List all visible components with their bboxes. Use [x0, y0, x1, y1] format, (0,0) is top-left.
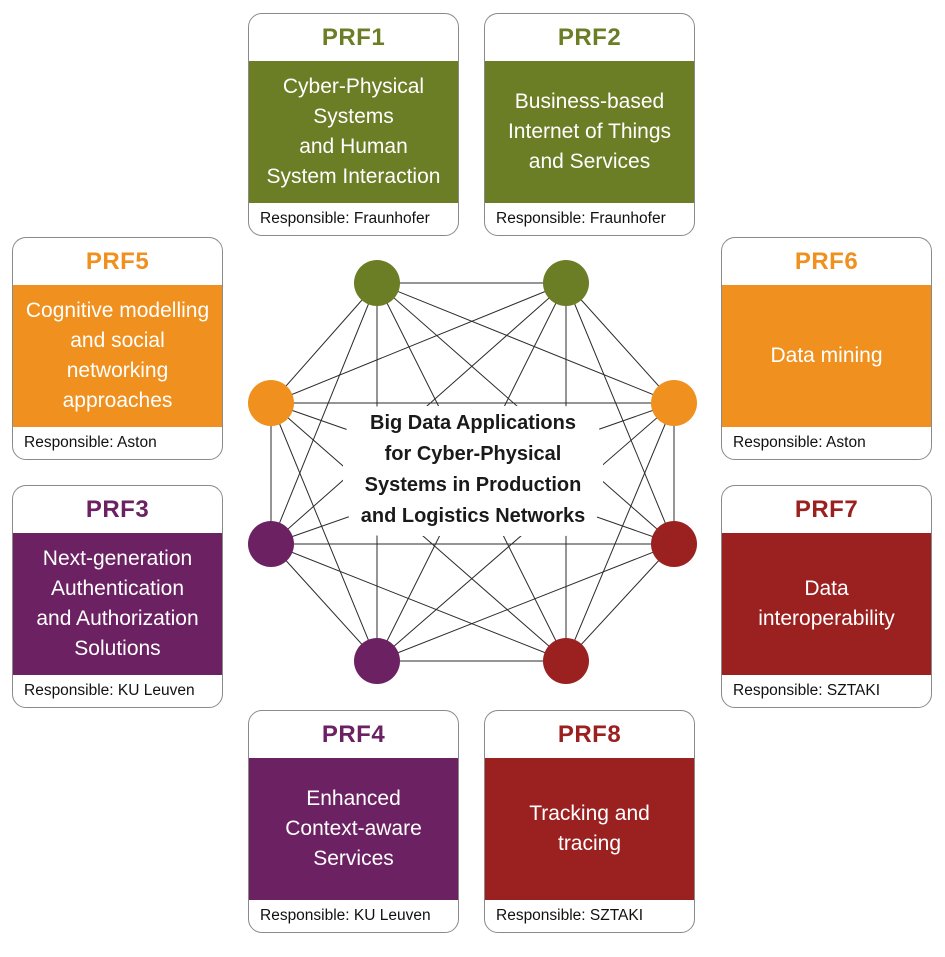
card-code: PRF7: [794, 496, 859, 523]
card-responsible: Responsible: Aston: [733, 434, 866, 451]
card-responsible: Responsible: SZTAKI: [496, 907, 644, 924]
connection-line: [270, 543, 567, 662]
center-title: Big Data Applications for Cyber-Physical…: [360, 412, 586, 527]
node-prf6: [651, 380, 697, 426]
card-code: PRF1: [321, 24, 386, 51]
connection-line: [270, 282, 567, 404]
card-responsible: Responsible: KU Leuven: [24, 682, 195, 699]
card-topic: Business-based Internet of Things and Se…: [485, 61, 694, 203]
card-responsible: Responsible: Fraunhofer: [260, 210, 430, 227]
card-code: PRF3: [85, 496, 150, 523]
connection-line: [270, 282, 378, 404]
node-prf8: [543, 638, 589, 684]
connection-line: [565, 282, 675, 545]
card-prf7: PRF7 Data interoperability Responsible: …: [721, 485, 932, 708]
node-prf1: [354, 260, 400, 306]
node-prf5: [248, 380, 294, 426]
connection-line: [565, 543, 675, 662]
card-prf5: PRF5 Cognitive modelling and social netw…: [12, 237, 223, 460]
card-prf2: PRF2 Business-based Internet of Things a…: [484, 13, 695, 236]
card-topic: Data mining: [722, 285, 931, 427]
connection-line: [565, 282, 675, 404]
connection-line: [376, 543, 675, 662]
card-topic: Data interoperability: [722, 533, 931, 675]
connection-line: [376, 282, 675, 404]
card-prf3: PRF3 Next-generation Authentication and …: [12, 485, 223, 708]
connection-line: [270, 282, 378, 545]
card-code: PRF4: [321, 721, 386, 748]
connection-line: [565, 402, 675, 662]
card-topic: Next-generation Authentication and Autho…: [13, 533, 222, 675]
card-topic: Cyber-Physical Systems and Human System …: [249, 61, 458, 203]
card-responsible: Responsible: KU Leuven: [260, 907, 431, 924]
card-prf8: PRF8 Tracking and tracing Responsible: S…: [484, 710, 695, 933]
card-code: PRF8: [557, 721, 622, 748]
card-responsible: Responsible: Fraunhofer: [496, 210, 666, 227]
connection-line: [270, 402, 378, 662]
card-responsible: Responsible: Aston: [24, 434, 157, 451]
node-prf2: [543, 260, 589, 306]
node-prf3: [248, 521, 294, 567]
card-code: PRF6: [794, 248, 859, 275]
card-topic: Enhanced Context-aware Services: [249, 758, 458, 900]
card-prf6: PRF6 Data mining Responsible: Aston: [721, 237, 932, 460]
card-prf4: PRF4 Enhanced Context-aware Services Res…: [248, 710, 459, 933]
node-prf7: [651, 521, 697, 567]
node-prf4: [354, 638, 400, 684]
connection-line: [270, 543, 378, 662]
card-topic: Cognitive modelling and social networkin…: [13, 285, 222, 427]
card-responsible: Responsible: SZTAKI: [733, 682, 881, 699]
card-code: PRF2: [557, 24, 622, 51]
card-topic: Tracking and tracing: [485, 758, 694, 900]
card-prf1: PRF1 Cyber-Physical Systems and Human Sy…: [248, 13, 459, 236]
center-backdrop: [343, 406, 603, 536]
card-code: PRF5: [85, 248, 150, 275]
